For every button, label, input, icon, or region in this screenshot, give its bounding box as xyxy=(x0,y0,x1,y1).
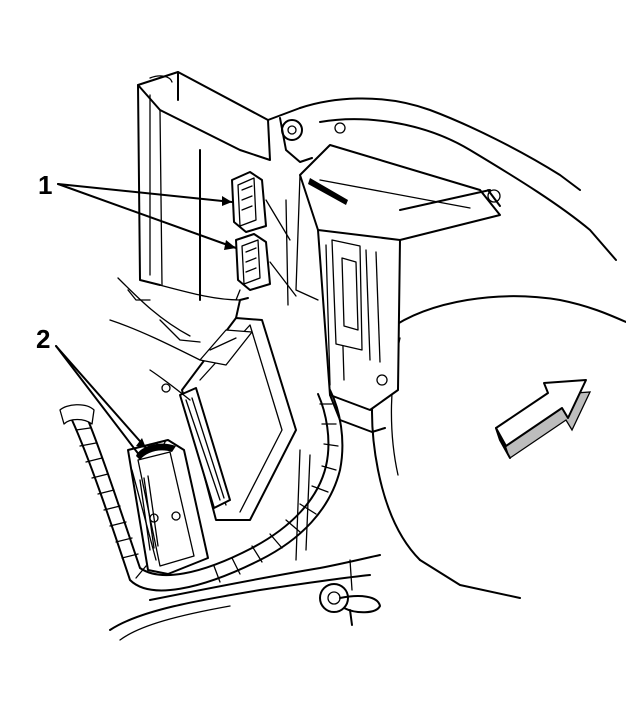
callout-label-2: 2 xyxy=(36,324,50,354)
mounting-bracket xyxy=(279,117,501,207)
callout-label-1: 1 xyxy=(38,170,52,200)
harness-connectors-lower xyxy=(127,439,209,575)
callout-leaders-1 xyxy=(57,183,237,250)
wiring-harness xyxy=(59,389,344,592)
control-module-housing xyxy=(285,144,501,433)
rear-housing xyxy=(137,71,301,301)
floor-pan xyxy=(109,277,241,401)
harness-connectors-upper xyxy=(231,171,297,301)
engine-control-module xyxy=(179,297,297,521)
forward-arrow-icon xyxy=(495,379,592,459)
callout-leaders-2 xyxy=(55,345,147,457)
lower-frame xyxy=(109,449,381,641)
